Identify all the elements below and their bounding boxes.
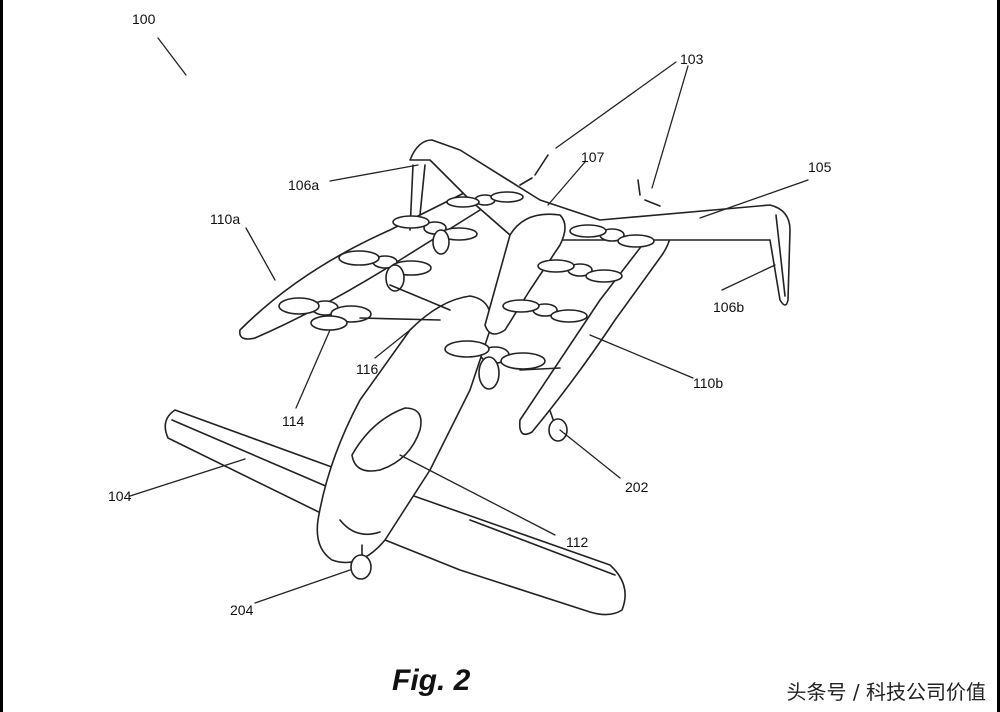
ref-103: 103 [680, 51, 704, 67]
leader-lines [129, 37, 809, 604]
ref-106a: 106a [288, 177, 320, 193]
ref-106b: 106b [713, 299, 745, 315]
ref-202: 202 [625, 479, 649, 495]
watermark-text: 头条号 / 科技公司价值 [786, 680, 986, 704]
figure-caption: Fig. 2 [392, 664, 471, 697]
ref-204: 204 [230, 602, 254, 618]
ref-104: 104 [108, 488, 132, 504]
ref-110a: 110a [210, 211, 241, 227]
ref-100: 100 [132, 11, 156, 27]
fuselage-112 [316, 295, 492, 564]
rotors-114 [278, 191, 524, 331]
landing-gear-202 [547, 404, 568, 442]
propellers-103 [519, 154, 661, 207]
ref-110b: 110b [693, 375, 724, 391]
struts-116 [359, 284, 561, 371]
landing-gear-204 [350, 544, 372, 580]
ref-105: 105 [808, 159, 832, 175]
ref-107: 107 [581, 149, 605, 165]
ref-112: 112 [566, 534, 589, 550]
ref-116: 116 [356, 361, 379, 377]
ref-114: 114 [282, 413, 305, 429]
rotors-right-boom [444, 224, 655, 390]
